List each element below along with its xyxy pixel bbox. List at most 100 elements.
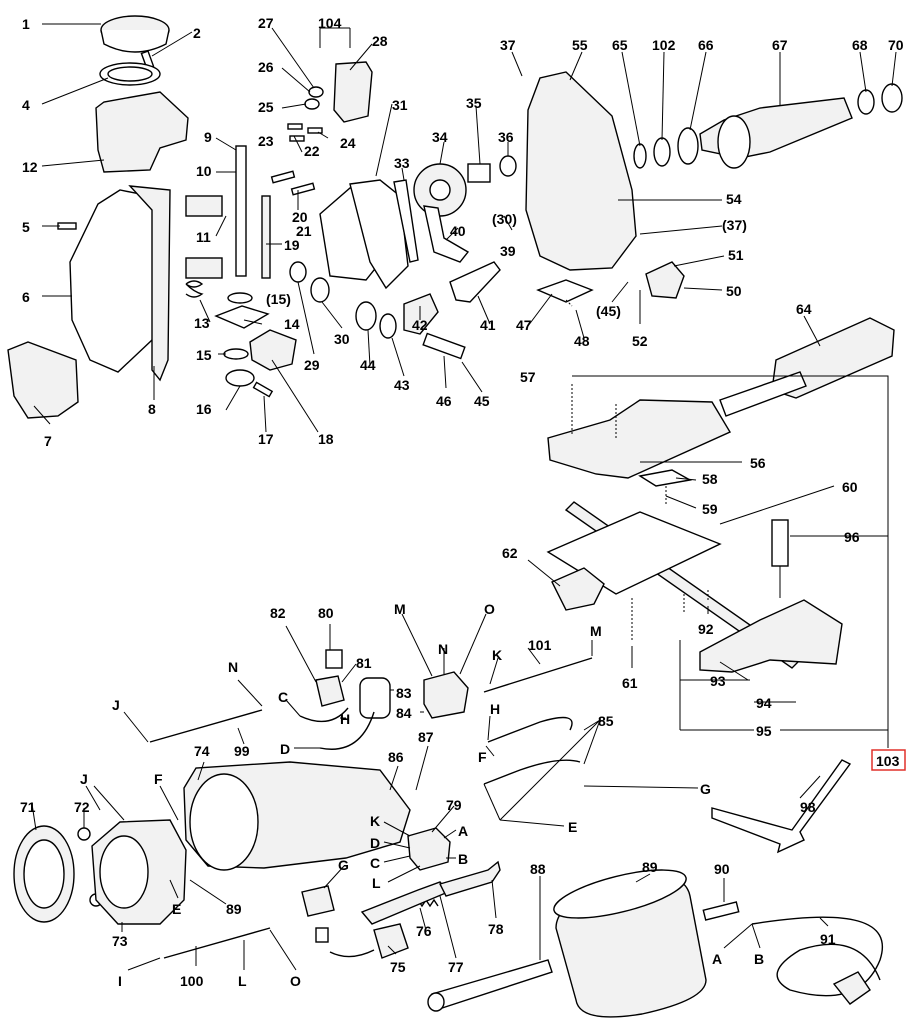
- label-60: 60: [842, 479, 858, 495]
- part-bearing-66: [677, 127, 699, 165]
- label-52: 52: [632, 333, 648, 349]
- label-9: 9: [204, 129, 212, 145]
- part-rod-19: [261, 195, 271, 279]
- part-lever-40: [423, 205, 470, 263]
- part-ring-29: [289, 261, 307, 283]
- part-switch-G: [301, 885, 335, 917]
- label-34: 34: [432, 129, 448, 145]
- part-rail-78: [438, 860, 501, 897]
- part-collar-16: [225, 369, 255, 387]
- label-36: 36: [498, 129, 514, 145]
- label-30: 30: [334, 331, 350, 347]
- label-41: 41: [480, 317, 496, 333]
- label-30-ref: (30): [492, 211, 517, 227]
- label-75: 75: [390, 959, 406, 975]
- part-knob-body: [100, 29, 170, 53]
- label-56: 56: [750, 455, 766, 471]
- label-8: 8: [148, 401, 156, 417]
- label-90: 90: [714, 861, 730, 877]
- label-L: L: [372, 875, 381, 891]
- label-40: 40: [450, 223, 466, 239]
- part-guide-56: [547, 399, 732, 479]
- label-G: G: [700, 781, 711, 797]
- label-37-ref: (37): [722, 217, 747, 233]
- part-pin-23: [289, 135, 305, 142]
- part-screw-17: [252, 381, 274, 398]
- wire-C-H: [299, 707, 349, 723]
- label-96: 96: [844, 529, 860, 545]
- label-68: 68: [852, 37, 868, 53]
- label-58: 58: [702, 471, 718, 487]
- part-terminal-84: [423, 671, 469, 719]
- label-85: 85: [598, 713, 614, 729]
- label-27: 27: [258, 15, 274, 31]
- label-44: 44: [360, 357, 376, 373]
- part-button-75: [373, 923, 409, 959]
- label-54: 54: [726, 191, 742, 207]
- part-screw-5: [57, 222, 77, 230]
- label-D-2: D: [370, 835, 380, 851]
- part-stator-73-bore: [99, 835, 149, 909]
- part-pin-46: [422, 332, 466, 360]
- part-gear-34-hub: [429, 179, 451, 201]
- label-42: 42: [412, 317, 428, 333]
- label-O-2: O: [290, 973, 301, 989]
- label-31: 31: [392, 97, 408, 113]
- label-57: 57: [520, 369, 536, 385]
- label-78: 78: [488, 921, 504, 937]
- part-washer-15b: [227, 292, 253, 304]
- part-block-18: [249, 329, 297, 371]
- bracket-103: [578, 375, 889, 748]
- label-M: M: [394, 601, 406, 617]
- part-motor-housing-74-opening: [189, 773, 259, 871]
- part-plug-91: [832, 971, 871, 1005]
- label-35: 35: [466, 95, 482, 111]
- label-94: 94: [756, 695, 772, 711]
- part-spring-13: [185, 280, 204, 298]
- label-79: 79: [446, 797, 462, 813]
- label-45-ref: (45): [596, 303, 621, 319]
- part-ring-102: [653, 137, 671, 167]
- label-29: 29: [304, 357, 320, 373]
- label-64: 64: [796, 301, 812, 317]
- label-59: 59: [702, 501, 718, 517]
- part-power-cord-91: [751, 916, 883, 997]
- part-screw-20: [270, 170, 296, 184]
- label-100: 100: [180, 973, 204, 989]
- part-ring-30: [310, 277, 330, 303]
- label-B: B: [458, 851, 468, 867]
- part-screw-20b: [290, 182, 316, 196]
- label-C: C: [278, 689, 288, 705]
- label-70: 70: [888, 37, 904, 53]
- label-24: 24: [340, 135, 356, 151]
- label-87: 87: [418, 729, 434, 745]
- part-bearing-70: [881, 83, 903, 113]
- label-E: E: [568, 819, 577, 835]
- label-80: 80: [318, 605, 334, 621]
- label-J-2: J: [80, 771, 88, 787]
- label-5: 5: [22, 219, 30, 235]
- leader-lines: [31, 23, 897, 971]
- label-43: 43: [394, 377, 410, 393]
- label-F-2: F: [154, 771, 163, 787]
- label-103: 103: [876, 753, 900, 769]
- label-99: 99: [234, 743, 250, 759]
- label-M-2: M: [590, 623, 602, 639]
- label-I: 89: [226, 901, 242, 917]
- label-47: 47: [516, 317, 532, 333]
- label-71: 71: [20, 799, 36, 815]
- part-housing-6-plate: [128, 185, 171, 382]
- part-plate-14: [214, 305, 270, 329]
- label-45: 45: [474, 393, 490, 409]
- label-102: 102: [652, 37, 676, 53]
- label-A-2: A: [712, 951, 722, 967]
- label-11: 11: [196, 229, 211, 245]
- wire-100: [163, 927, 271, 959]
- label-D: D: [280, 741, 290, 757]
- part-pin-24: [307, 127, 323, 134]
- label-K: K: [492, 647, 502, 663]
- label-101: 101: [528, 637, 552, 653]
- part-end-cap-71-inner: [23, 839, 65, 909]
- label-15-ref: (15): [266, 291, 291, 307]
